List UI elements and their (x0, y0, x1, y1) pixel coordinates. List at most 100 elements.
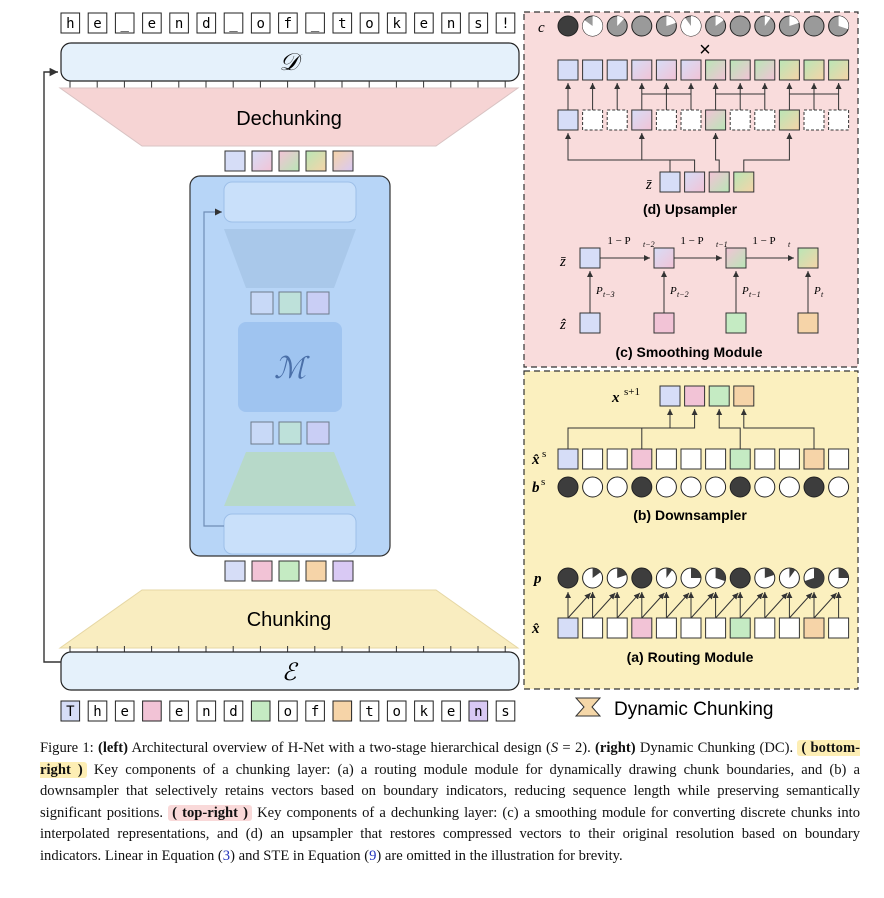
token-char: T (66, 704, 75, 720)
caption-figure-number: Figure 1: (40, 740, 94, 756)
caption-text-4: Key components of a chunking layer: (a) … (40, 761, 860, 821)
multiply-symbol: × (699, 39, 711, 61)
conf-slice (789, 16, 799, 26)
routing-vector (803, 617, 825, 639)
chunking-trapezoid (58, 589, 520, 649)
vector (828, 59, 850, 81)
vector (778, 59, 800, 81)
boundary-circle (828, 476, 850, 498)
token-char: ! (501, 16, 509, 32)
caption-ref-eq3[interactable]: 3 (222, 847, 231, 864)
vector (306, 291, 330, 315)
vector (754, 59, 776, 81)
token-char: h (66, 16, 74, 32)
vector (224, 150, 246, 172)
encoder-ticks (69, 646, 506, 652)
token-box (332, 12, 353, 34)
routing-diag-arrow (641, 592, 665, 619)
token-char: e (447, 704, 455, 720)
token-char: t (365, 704, 373, 720)
token-char: n (474, 704, 482, 720)
token-char: d (202, 16, 210, 32)
caption-right-tag: (right) (595, 740, 636, 756)
caption-text-5: Key components of a dechunking layer: (c… (40, 804, 860, 864)
prob-sub: t (821, 290, 824, 299)
caption-left-tag: (left) (98, 740, 128, 756)
prob-sub: t−3 (603, 290, 615, 299)
token-char: f (311, 704, 319, 720)
boundary-circle (680, 476, 702, 498)
prob-slice (804, 568, 824, 588)
vector (803, 59, 825, 81)
xhat-vector (705, 448, 727, 470)
zhat-vector (725, 312, 747, 334)
edge-label: 1 − P (680, 235, 703, 247)
boundary-circle (557, 15, 579, 37)
token-char: o (365, 16, 373, 32)
x-next-label: x (611, 390, 620, 406)
vector (680, 59, 702, 81)
token-char: e (148, 16, 156, 32)
zbar-vector (653, 247, 675, 269)
zbar-arrow (712, 133, 720, 172)
chunk-output-vectors (224, 560, 354, 582)
c-label: c (538, 20, 545, 36)
upsampler-zbar-label: z̄ (645, 177, 652, 193)
token-box (142, 12, 162, 34)
xhat-sup: s (542, 448, 546, 460)
vector (251, 150, 273, 172)
vector (655, 59, 677, 81)
vector (705, 59, 727, 81)
prob-label: P (741, 285, 749, 297)
routing-vector (754, 617, 776, 639)
token-char: n (447, 16, 455, 32)
caption-ref-eq9[interactable]: 9 (369, 847, 377, 864)
token-box (278, 12, 298, 34)
chunking-panel (523, 370, 859, 690)
downsampled-vector (659, 385, 681, 407)
upsampler-arrows (565, 83, 842, 172)
routing-diag-arrow (789, 592, 813, 619)
boundary-circle (655, 476, 677, 498)
conf-circle (803, 15, 825, 37)
routing-diag-arrow (666, 592, 690, 619)
routing-vector (606, 617, 628, 639)
conf-slice (617, 16, 625, 26)
select-arrow (567, 409, 673, 449)
edge-label: 1 − P (752, 235, 775, 247)
caption-text-2: = 2). (558, 740, 591, 756)
zhat-vector (797, 312, 819, 334)
token-char: f (284, 16, 292, 32)
token-box (223, 700, 244, 722)
vector (278, 421, 302, 445)
token-box (250, 700, 271, 722)
token-box (250, 12, 271, 34)
main-label: ℳ (274, 352, 310, 385)
vector (778, 109, 800, 131)
routing-diag-arrow (592, 592, 616, 619)
token-box (414, 700, 434, 722)
caption-top-right-tag: ( top-right ) (168, 804, 252, 821)
token-box (468, 700, 489, 722)
boundary-circle (557, 476, 579, 498)
zbar-vector (725, 247, 747, 269)
token-char: _ (120, 16, 129, 32)
prob-label: P (669, 285, 677, 297)
token-box (169, 700, 189, 722)
conf-slice (666, 16, 676, 26)
select-arrow (641, 409, 698, 449)
xhat-vector (828, 448, 850, 470)
boundary-circle (729, 567, 751, 589)
prob-label: P (595, 285, 603, 297)
routing-diag-arrow (715, 592, 739, 619)
repeated-vectors (557, 109, 850, 131)
figure-caption: Figure 1: (left) Architectural overview … (40, 738, 860, 868)
token-char: _ (229, 16, 238, 32)
routing-diag-arrow (690, 592, 714, 619)
confidence-circles (557, 15, 850, 37)
boundary-circle (778, 476, 800, 498)
